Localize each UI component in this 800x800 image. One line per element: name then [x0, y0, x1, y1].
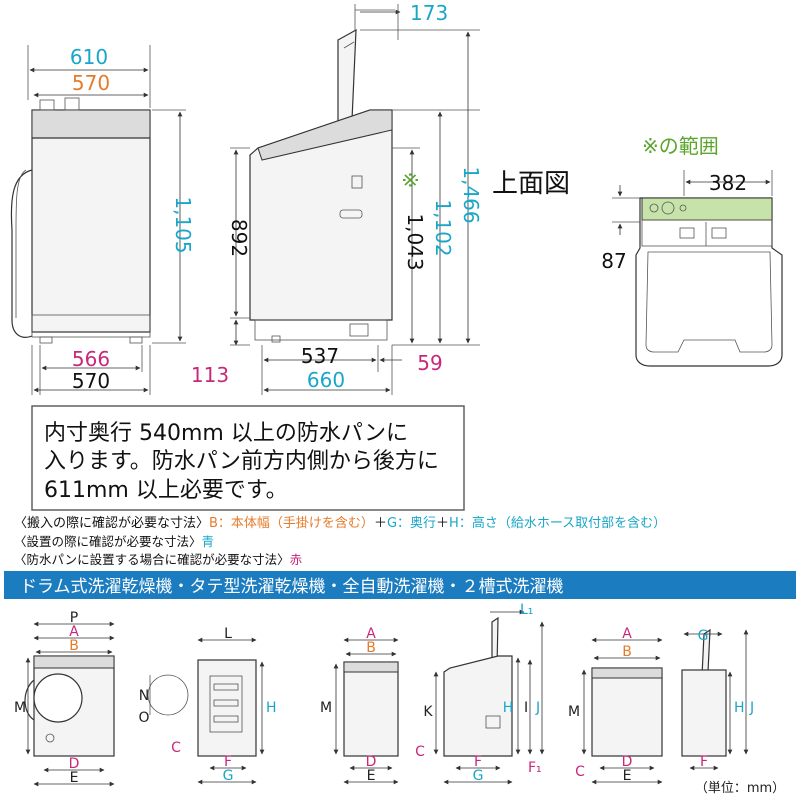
dim-side-height-star: 1,043	[403, 213, 427, 270]
dim-front-base-inner: 566	[72, 347, 110, 371]
legend: 〈搬入の際に確認が必要な寸法〉B：本体幅（手掛けを含む）＋G：奥行＋H：高さ（給…	[14, 515, 666, 567]
svg-text:〈防水パンに設置する場合に確認が必要な寸法〉赤: 〈防水パンに設置する場合に確認が必要な寸法〉赤	[14, 552, 302, 567]
key-vert-m: M	[320, 700, 332, 716]
note-line-2: 入ります。防水パン前方内側から後方に	[44, 449, 439, 474]
top-outline	[635, 197, 783, 367]
banner: ドラム式洗濯乾燥機・タテ型洗濯乾燥機・全自動洗濯機・２槽式洗濯機	[4, 571, 796, 599]
legend-row3-color: 赤	[290, 552, 303, 567]
legend-row1-b: B：本体幅（手掛けを含む）	[209, 515, 374, 531]
key-drum-n: N	[139, 688, 149, 704]
side-star-mark: ※	[398, 172, 422, 189]
note-line-3: 611mm 以上必要です。	[44, 478, 288, 503]
dim-side-foot: 113	[191, 363, 229, 387]
key-drum-o: O	[138, 710, 149, 726]
key-vert-f: F	[474, 754, 482, 770]
key-twin-c: C	[575, 764, 585, 780]
unit-note: （単位：mm）	[695, 780, 785, 796]
legend-row1-h: H：高さ（給水ホース取付部を含む）	[449, 515, 666, 531]
key-drum-a: A	[69, 624, 79, 640]
dim-front-width-inner: 570	[72, 71, 110, 95]
svg-text:〈設置の際に確認が必要な寸法〉青: 〈設置の際に確認が必要な寸法〉青	[14, 534, 214, 549]
vertical-side-key: L₁ K H I J C F F₁ G	[415, 602, 545, 785]
key-vert-l1: L₁	[520, 602, 533, 618]
top-range-label: ※の範囲	[642, 134, 719, 158]
legend-row1-plus1: ＋	[374, 516, 387, 531]
key-twin-h: H	[734, 700, 745, 716]
key-vert-a: A	[366, 626, 376, 642]
key-vert-j: J	[535, 700, 540, 716]
key-drum-b: B	[69, 638, 79, 654]
front-view: 610 570 1,105 566 570	[10, 45, 195, 395]
twin-front-key: A B M C D E	[568, 626, 663, 785]
legend-row1-prefix: 〈搬入の際に確認が必要な寸法〉	[14, 515, 209, 531]
key-vert-b: B	[366, 640, 376, 656]
dim-front-width-outer: 610	[70, 45, 108, 69]
dim-side-height-body: 892	[227, 219, 251, 257]
front-body	[31, 109, 151, 333]
vertical-front-key: A B M D E	[320, 626, 399, 785]
dim-side-height-mid: 1,102	[431, 199, 455, 256]
key-vert-f1: F₁	[528, 760, 542, 776]
dim-side-top-offset: 173	[410, 1, 448, 25]
key-drum-p: P	[70, 610, 78, 626]
top-view-label: 上面図	[492, 169, 570, 199]
key-twin-f: F	[700, 754, 708, 770]
key-drum-c: C	[171, 740, 181, 756]
key-drum-d: D	[69, 756, 80, 772]
svg-text:〈搬入の際に確認が必要な寸法〉B：本体幅（手掛けを含む）＋G: 〈搬入の際に確認が必要な寸法〉B：本体幅（手掛けを含む）＋G：奥行＋H：高さ（給…	[14, 515, 666, 531]
dim-top-width: 382	[709, 171, 747, 195]
drum-front-key: P A B M D E	[14, 610, 115, 787]
key-vert-k: K	[423, 704, 433, 720]
key-vert-h: H	[503, 700, 514, 716]
key-drum-e: E	[70, 770, 79, 786]
key-vert-e: E	[367, 768, 376, 784]
hose-line	[10, 169, 33, 338]
open-lid	[337, 28, 357, 132]
legend-row3-prefix: 〈防水パンに設置する場合に確認が必要な寸法〉	[14, 552, 290, 567]
legend-row1-plus2: ＋	[436, 516, 449, 531]
key-twin-b: B	[622, 644, 632, 660]
key-twin-a: A	[622, 626, 632, 642]
dim-front-height: 1,105	[171, 196, 195, 253]
key-twin-d: D	[622, 754, 633, 770]
top-view: 上面図 ※の範囲 382 87	[492, 134, 783, 367]
key-drum-l: L	[224, 626, 232, 642]
dim-side-height-max: 1,466	[459, 166, 483, 223]
key-twin-m: M	[568, 704, 580, 720]
dim-front-base-outer: 570	[72, 369, 110, 393]
note-line-1: 内寸奥行 540mm 以上の防水パンに	[44, 421, 408, 446]
key-vert-i: I	[524, 700, 528, 716]
legend-row2-color: 青	[202, 534, 215, 549]
legend-row2-prefix: 〈設置の際に確認が必要な寸法〉	[14, 534, 202, 549]
top-range-area	[641, 197, 773, 221]
banner-title: ドラム式洗濯乾燥機・タテ型洗濯乾燥機・全自動洗濯機・２槽式洗濯機	[20, 577, 564, 597]
key-drum-g: G	[223, 768, 234, 784]
key-vert-c: C	[415, 744, 425, 760]
key-drum-m: M	[14, 700, 26, 716]
side-view: 173 892 113 1,043 ※ 1,102 1,466 537 59	[191, 1, 483, 395]
dim-top-depth: 87	[601, 249, 626, 273]
key-twin-e: E	[623, 768, 632, 784]
legend-row1-g: G：奥行	[387, 516, 436, 531]
drum-side-key: N O L H C F G	[138, 626, 277, 785]
key-vert-g: G	[473, 768, 484, 784]
key-twin-g: G	[698, 628, 709, 644]
key-vert-d: D	[366, 754, 377, 770]
dim-side-depth-inner: 537	[301, 344, 339, 368]
key-drum-h: H	[266, 700, 277, 716]
dim-side-depth-outer: 660	[307, 368, 345, 392]
note-box: 内寸奥行 540mm 以上の防水パンに 入ります。防水パン前方内側から後方に 6…	[31, 405, 465, 511]
dim-side-back-offset: 59	[417, 351, 442, 375]
twin-side-key: G H J F （単位：mm）	[681, 628, 785, 796]
key-twin-j: J	[749, 700, 754, 716]
key-drum-f: F	[224, 754, 232, 770]
